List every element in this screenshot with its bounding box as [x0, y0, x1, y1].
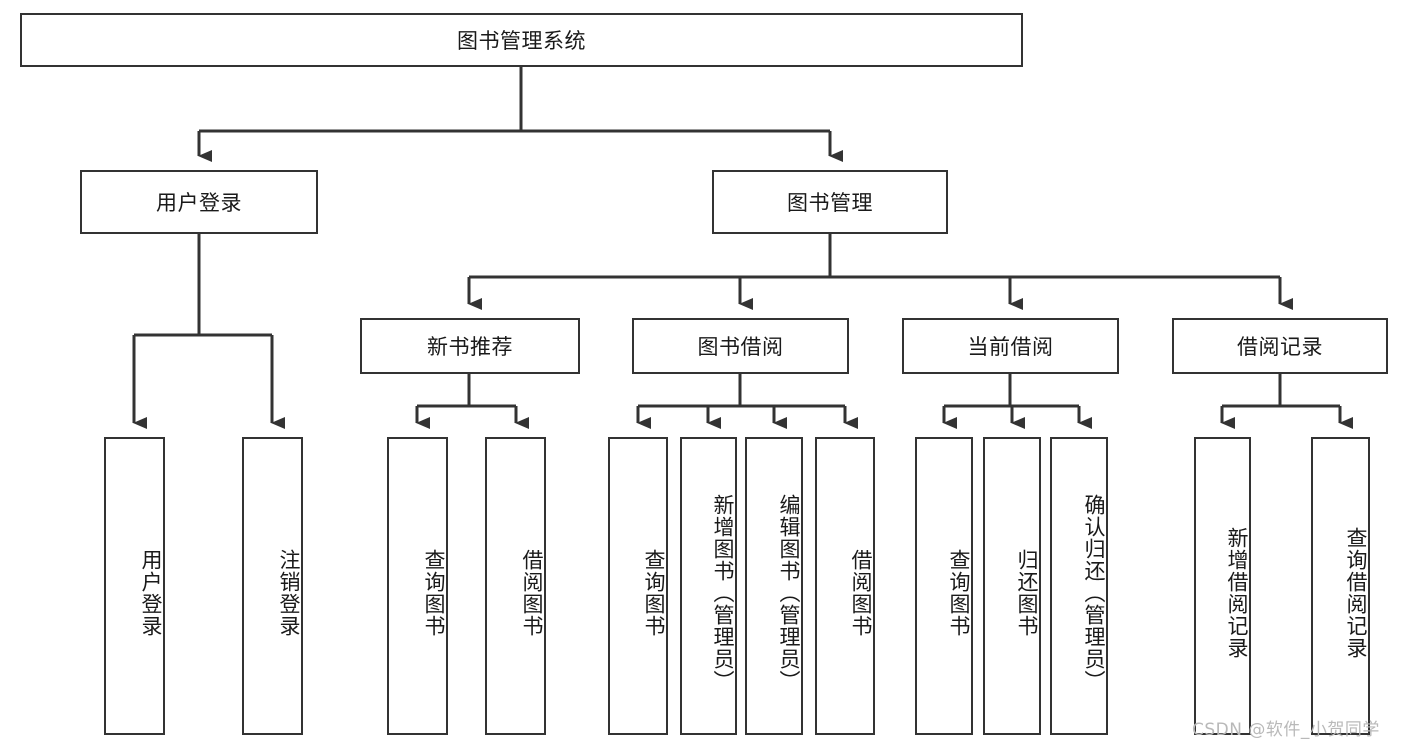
leaf-label: 查询图书	[642, 549, 666, 637]
leaf-label: 注销登录	[277, 549, 301, 637]
leaf-label: 借阅图书	[849, 549, 873, 637]
leaf-label: 确认归还（管理员）	[1082, 494, 1106, 692]
node-leaf-query-book-1[interactable]: 查询图书	[387, 437, 448, 735]
node-leaf-edit-book-admin[interactable]: 编辑图书（管理员）	[745, 437, 803, 735]
node-current-borrow[interactable]: 当前借阅	[902, 318, 1119, 374]
node-leaf-logout-login[interactable]: 注销登录	[242, 437, 303, 735]
node-user-login[interactable]: 用户登录	[80, 170, 318, 234]
leaf-label: 用户登录	[139, 549, 163, 637]
csdn-watermark: CSDN @软件_小贺同学	[1192, 720, 1380, 740]
leaf-label: 新增借阅记录	[1225, 527, 1249, 659]
node-leaf-add-book-admin[interactable]: 新增图书（管理员）	[680, 437, 737, 735]
leaf-label: 查询图书	[947, 549, 971, 637]
node-leaf-query-book-2[interactable]: 查询图书	[608, 437, 668, 735]
node-leaf-confirm-return-admin[interactable]: 确认归还（管理员）	[1050, 437, 1108, 735]
node-leaf-query-book-3[interactable]: 查询图书	[915, 437, 973, 735]
node-leaf-add-borrow-record[interactable]: 新增借阅记录	[1194, 437, 1251, 735]
node-book-borrow[interactable]: 图书借阅	[632, 318, 849, 374]
node-root[interactable]: 图书管理系统	[20, 13, 1023, 67]
node-book-manage[interactable]: 图书管理	[712, 170, 948, 234]
leaf-label: 归还图书	[1015, 549, 1039, 637]
leaf-label: 借阅图书	[520, 549, 544, 637]
leaf-label: 新增图书（管理员）	[711, 494, 735, 692]
node-leaf-return-book[interactable]: 归还图书	[983, 437, 1041, 735]
leaf-label: 查询借阅记录	[1344, 527, 1368, 659]
leaf-label: 查询图书	[422, 549, 446, 637]
node-leaf-borrow-book-2[interactable]: 借阅图书	[815, 437, 875, 735]
node-leaf-user-login[interactable]: 用户登录	[104, 437, 165, 735]
node-leaf-query-borrow-record[interactable]: 查询借阅记录	[1311, 437, 1370, 735]
node-new-book-recommend[interactable]: 新书推荐	[360, 318, 580, 374]
node-leaf-borrow-book-1[interactable]: 借阅图书	[485, 437, 546, 735]
node-borrow-record[interactable]: 借阅记录	[1172, 318, 1388, 374]
leaf-label: 编辑图书（管理员）	[777, 494, 801, 692]
